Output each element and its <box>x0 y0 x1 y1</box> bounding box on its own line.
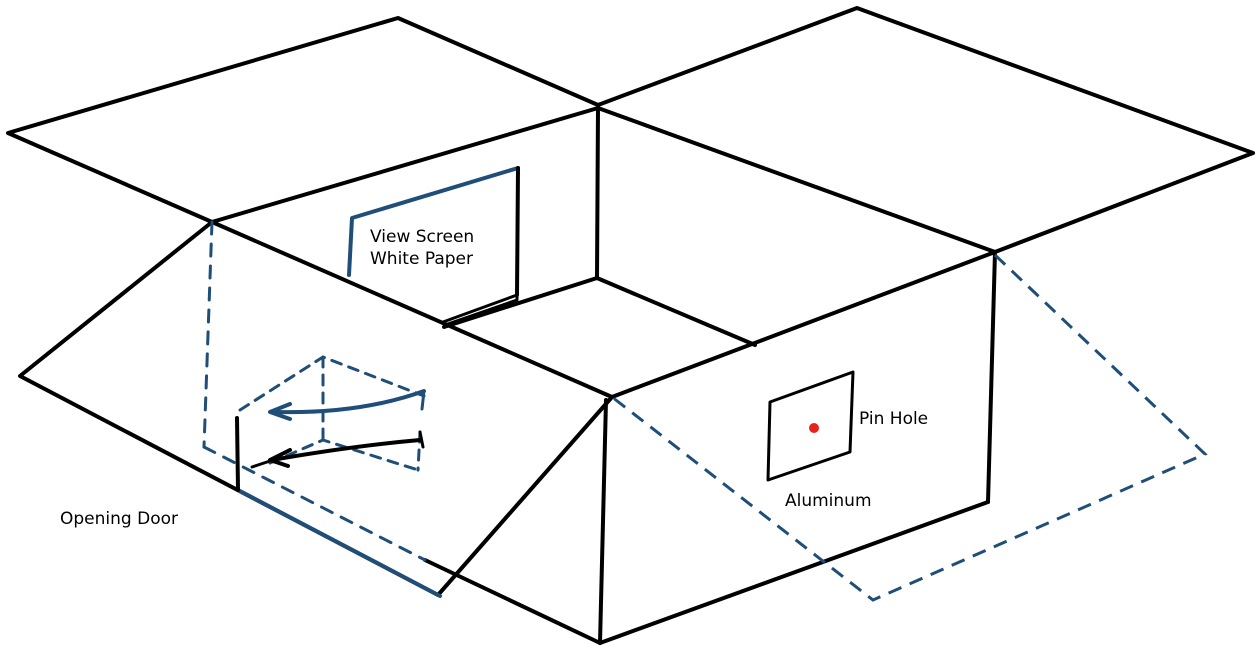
right-back-flap <box>596 6 1255 254</box>
left-back-flap <box>6 16 600 224</box>
left-front-flap <box>18 220 614 597</box>
right-side-flap-dashed <box>611 253 1208 602</box>
pin-hole-dot <box>809 423 819 433</box>
door-swing-arrow-top <box>268 389 426 421</box>
aluminum-label: Aluminum <box>785 491 872 511</box>
view-screen-label: View Screen <box>370 227 475 247</box>
view-screen-paper <box>347 166 520 327</box>
box-top-rim <box>210 106 997 254</box>
door-swing-indicator <box>238 355 426 472</box>
box-inner-edges <box>442 106 757 347</box>
opening-door-label: Opening Door <box>60 509 178 529</box>
box-right-face <box>598 250 997 645</box>
opening-door-outline <box>202 220 442 598</box>
door-swing-arrow-bottom <box>250 430 425 469</box>
pin-hole-label: Pin Hole <box>859 409 929 429</box>
white-paper-label: White Paper <box>370 249 473 269</box>
aluminum-plate <box>766 370 855 482</box>
